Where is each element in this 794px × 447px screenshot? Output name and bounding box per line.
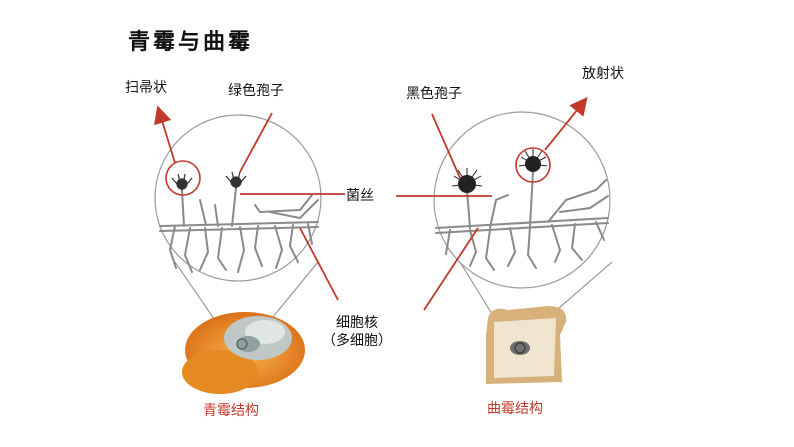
pointer-broom bbox=[154, 105, 176, 164]
broom-spore-head-1 bbox=[171, 173, 193, 191]
caption-aspergillus: 曲霉结构 bbox=[487, 401, 543, 417]
pointer-black-spore bbox=[431, 113, 461, 179]
penicillium-group bbox=[154, 105, 345, 394]
pointer-nucleus-right bbox=[423, 227, 479, 311]
broom-spore-head-2 bbox=[225, 171, 247, 189]
lens-circle-right bbox=[433, 111, 611, 289]
label-green-spore: 绿色孢子 bbox=[228, 83, 284, 99]
orange-photo bbox=[182, 312, 305, 394]
hyphae-right bbox=[435, 171, 609, 271]
page-title: 青霉与曲霉 bbox=[128, 29, 254, 55]
label-black-spore: 黑色孢子 bbox=[406, 86, 462, 102]
pointer-green-spore bbox=[239, 112, 273, 173]
radial-spore-head-1 bbox=[451, 168, 483, 193]
pointer-nucleus bbox=[299, 227, 339, 301]
label-multicell: （多细胞） bbox=[322, 333, 392, 349]
bread-photo bbox=[486, 306, 567, 384]
label-hyphae: 菌丝 bbox=[346, 188, 374, 204]
hyphae-left bbox=[159, 187, 319, 273]
radial-spore-head-2 bbox=[518, 149, 548, 172]
highlight-circle-left bbox=[165, 160, 201, 196]
caption-penicillium: 青霉结构 bbox=[203, 403, 259, 419]
label-broom: 扫帚状 bbox=[125, 80, 167, 96]
highlight-circle-right bbox=[515, 147, 551, 183]
pointer-radial bbox=[544, 96, 588, 151]
aspergillus-group bbox=[396, 96, 613, 384]
label-radial: 放射状 bbox=[582, 66, 624, 82]
label-nucleus: 细胞核 bbox=[336, 315, 378, 331]
